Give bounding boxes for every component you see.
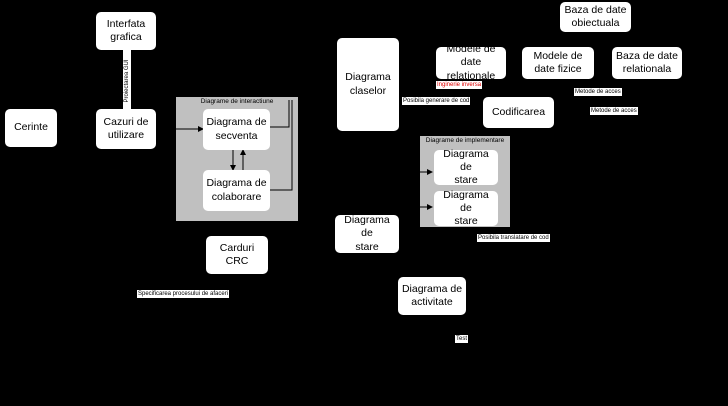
node-cerinte[interactable]: Cerinte: [5, 109, 57, 147]
label-posibila-generare: Posibila generare de cod: [402, 97, 471, 105]
node-diagrama-secventa[interactable]: Diagrama de secventa: [203, 109, 270, 150]
node-diagrama-claselor[interactable]: Diagrama claselor: [337, 38, 399, 131]
node-modele-fizice[interactable]: Modele de date fizice: [522, 47, 594, 79]
node-diagrama-activitate[interactable]: Diagrama de activitate: [398, 277, 466, 315]
label-test: Test: [455, 335, 469, 343]
node-cazuri-utilizare[interactable]: Cazuri de utilizare: [96, 109, 156, 149]
label-posibila-translatare: Posibila translatare de cod: [477, 234, 550, 242]
node-modele-relationale[interactable]: Modele de date relationale: [436, 43, 506, 82]
panel-implementare-title: Diagrame de implementare: [425, 137, 505, 144]
connector-implementare-1: [411, 169, 433, 193]
label-specificarea: Specificarea procesului de afaceri: [137, 290, 230, 298]
label-metode-acces-2: Metode de acces: [590, 107, 638, 115]
node-diagrama-stare[interactable]: Diagrama de stare: [335, 214, 399, 253]
node-diagrama-stare-impl-2[interactable]: Diagrama de stare: [434, 189, 498, 227]
connector-secventa-right: [270, 100, 290, 128]
node-carduri-crc[interactable]: Carduri CRC: [206, 236, 268, 274]
label-metode-acces-1: Metode de acces: [574, 88, 622, 96]
node-diagrama-colaborare[interactable]: Diagrama de colaborare: [203, 170, 270, 211]
label-proiectarea-gui: Proiectarea GUI: [123, 50, 131, 112]
panel-interactiune-title: Diagrame de interactiune: [200, 98, 274, 105]
node-baza-obiectuala[interactable]: Baza de date obiectuala: [560, 2, 631, 32]
label-inginerie-inversa: Inginerie inversa: [436, 81, 483, 89]
node-interfata-grafica[interactable]: Interfata grafica: [96, 12, 156, 50]
connector-implementare-2: [411, 193, 433, 210]
node-baza-relationala[interactable]: Baza de date relationala: [612, 47, 682, 79]
connector-colaborare-right: [270, 100, 293, 191]
node-diagrama-stare-impl-1[interactable]: Diagrama de stare: [434, 148, 498, 186]
node-codificarea[interactable]: Codificarea: [483, 97, 554, 128]
